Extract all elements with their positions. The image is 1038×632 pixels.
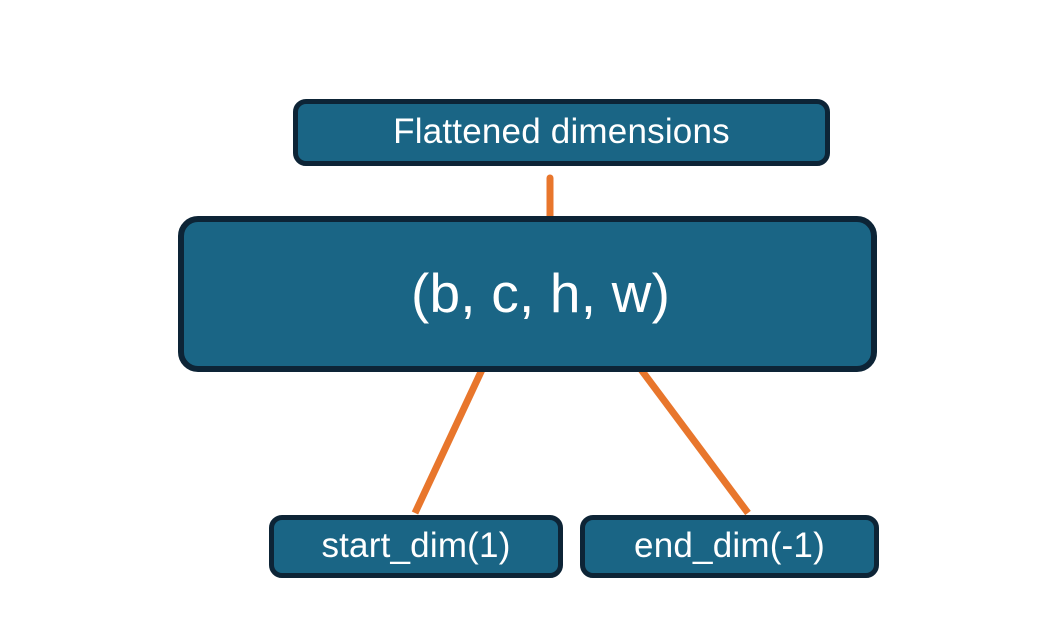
end-dim-box[interactable]: end_dim(-1) xyxy=(580,515,879,578)
tensor-shape-box[interactable]: (b, c, h, w) xyxy=(178,216,877,372)
flattened-dimensions-box[interactable]: Flattened dimensions xyxy=(293,99,830,166)
start-dim-label: start_dim(1) xyxy=(321,526,511,565)
start-dim-box[interactable]: start_dim(1) xyxy=(269,515,563,578)
tensor-shape-label: (b, c, h, w) xyxy=(411,261,671,324)
end-dim-label: end_dim(-1) xyxy=(634,526,825,565)
flattened-dimensions-label: Flattened dimensions xyxy=(393,112,730,151)
